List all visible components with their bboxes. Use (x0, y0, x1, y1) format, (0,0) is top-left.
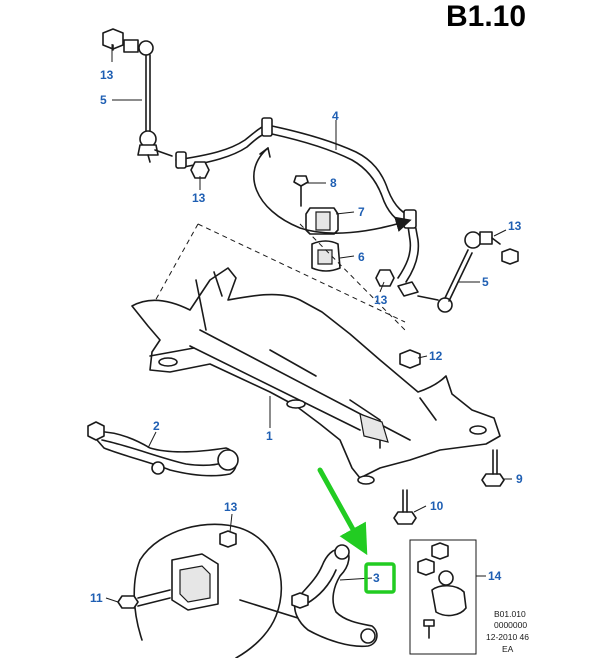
reference-code: B01.010 0000000 12-2010 46 EA (486, 609, 529, 654)
bar-bushing-and-clamp (190, 161, 395, 287)
rotation-arrow (253, 147, 412, 234)
callout-12: 12 (429, 349, 443, 363)
callout-7: 7 (358, 205, 365, 219)
callout-4: 4 (332, 109, 339, 123)
callout-8: 8 (330, 176, 337, 190)
callout-13: 13 (508, 219, 522, 233)
subframe-bolt-rear (481, 449, 505, 487)
highlight-indicator (317, 467, 396, 594)
subframe-nut (399, 349, 421, 369)
callout-3: 3 (373, 571, 380, 585)
callout-6: 6 (358, 250, 365, 264)
svg-text:B01.010: B01.010 (494, 609, 526, 619)
callout-2: 2 (153, 419, 160, 433)
svg-text:12-2010 46: 12-2010 46 (486, 632, 529, 642)
callout-13: 13 (374, 293, 388, 307)
callout-11: 11 (90, 591, 103, 605)
lower-control-arm-right (291, 544, 378, 648)
subframe-bolt-front (393, 489, 417, 525)
bushing-detail-view (117, 523, 331, 658)
stabilizer-link-left (102, 28, 173, 163)
callout-14: 14 (488, 569, 502, 583)
stabilizer-link-right (397, 231, 519, 313)
callout-1: 1 (266, 429, 273, 443)
callout-10: 10 (430, 499, 444, 513)
stabilizer-bar (175, 117, 420, 283)
svg-text:0000000: 0000000 (494, 620, 527, 630)
ball-joint-kit (409, 539, 477, 655)
sheet-title: B1.10 (446, 0, 526, 33)
svg-text:EA: EA (502, 644, 514, 654)
callout-13: 13 (100, 68, 114, 82)
lower-control-arm-left (87, 421, 239, 477)
front-subframe (131, 223, 501, 485)
callout-5: 5 (100, 93, 107, 107)
callout-13: 13 (192, 191, 206, 205)
callout-13: 13 (224, 500, 238, 514)
callout-5: 5 (482, 275, 489, 289)
callout-9: 9 (516, 472, 523, 486)
